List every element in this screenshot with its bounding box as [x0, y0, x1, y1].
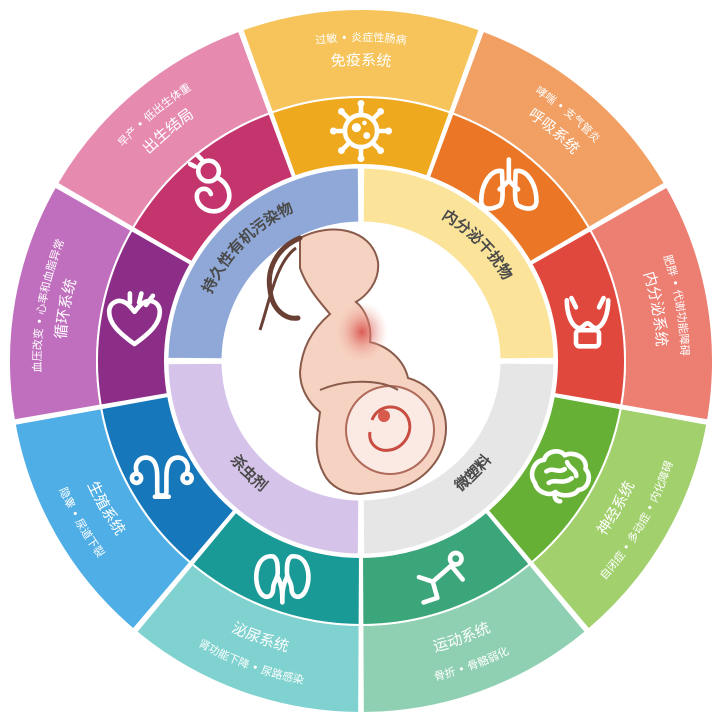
- virus-icon: [329, 99, 393, 163]
- fetus-icon: [187, 152, 232, 214]
- pregnant-woman-icon: [223, 223, 499, 499]
- sector-inner-birth: [131, 112, 295, 264]
- kidney-icon: [254, 554, 311, 605]
- chem-edc-segment: [360, 165, 557, 362]
- sector-inner-circulatory: [96, 228, 193, 407]
- immune-detail-label: 过敏 • 炎症性肠病: [315, 30, 408, 47]
- brain-icon: [529, 449, 592, 504]
- chem-microplastic-segment: [360, 360, 557, 557]
- chemical-ring: [165, 165, 557, 557]
- uterus-icon: [129, 455, 195, 499]
- sector-inner-respiratory: [427, 112, 591, 264]
- heart-icon: [106, 291, 163, 347]
- chem-pop-segment: [165, 165, 362, 362]
- skeleton-icon: [416, 550, 465, 605]
- sector-inner-immune: [270, 96, 452, 178]
- thyroid-icon: [564, 295, 611, 349]
- lungs-icon: [478, 157, 539, 211]
- chem-pesticide-segment: [165, 360, 362, 557]
- outer-ring: [8, 8, 714, 715]
- svg-text:过敏 • 炎症性肠病: 过敏 • 炎症性肠病: [315, 30, 408, 47]
- sector-inner-endocrine: [529, 228, 626, 407]
